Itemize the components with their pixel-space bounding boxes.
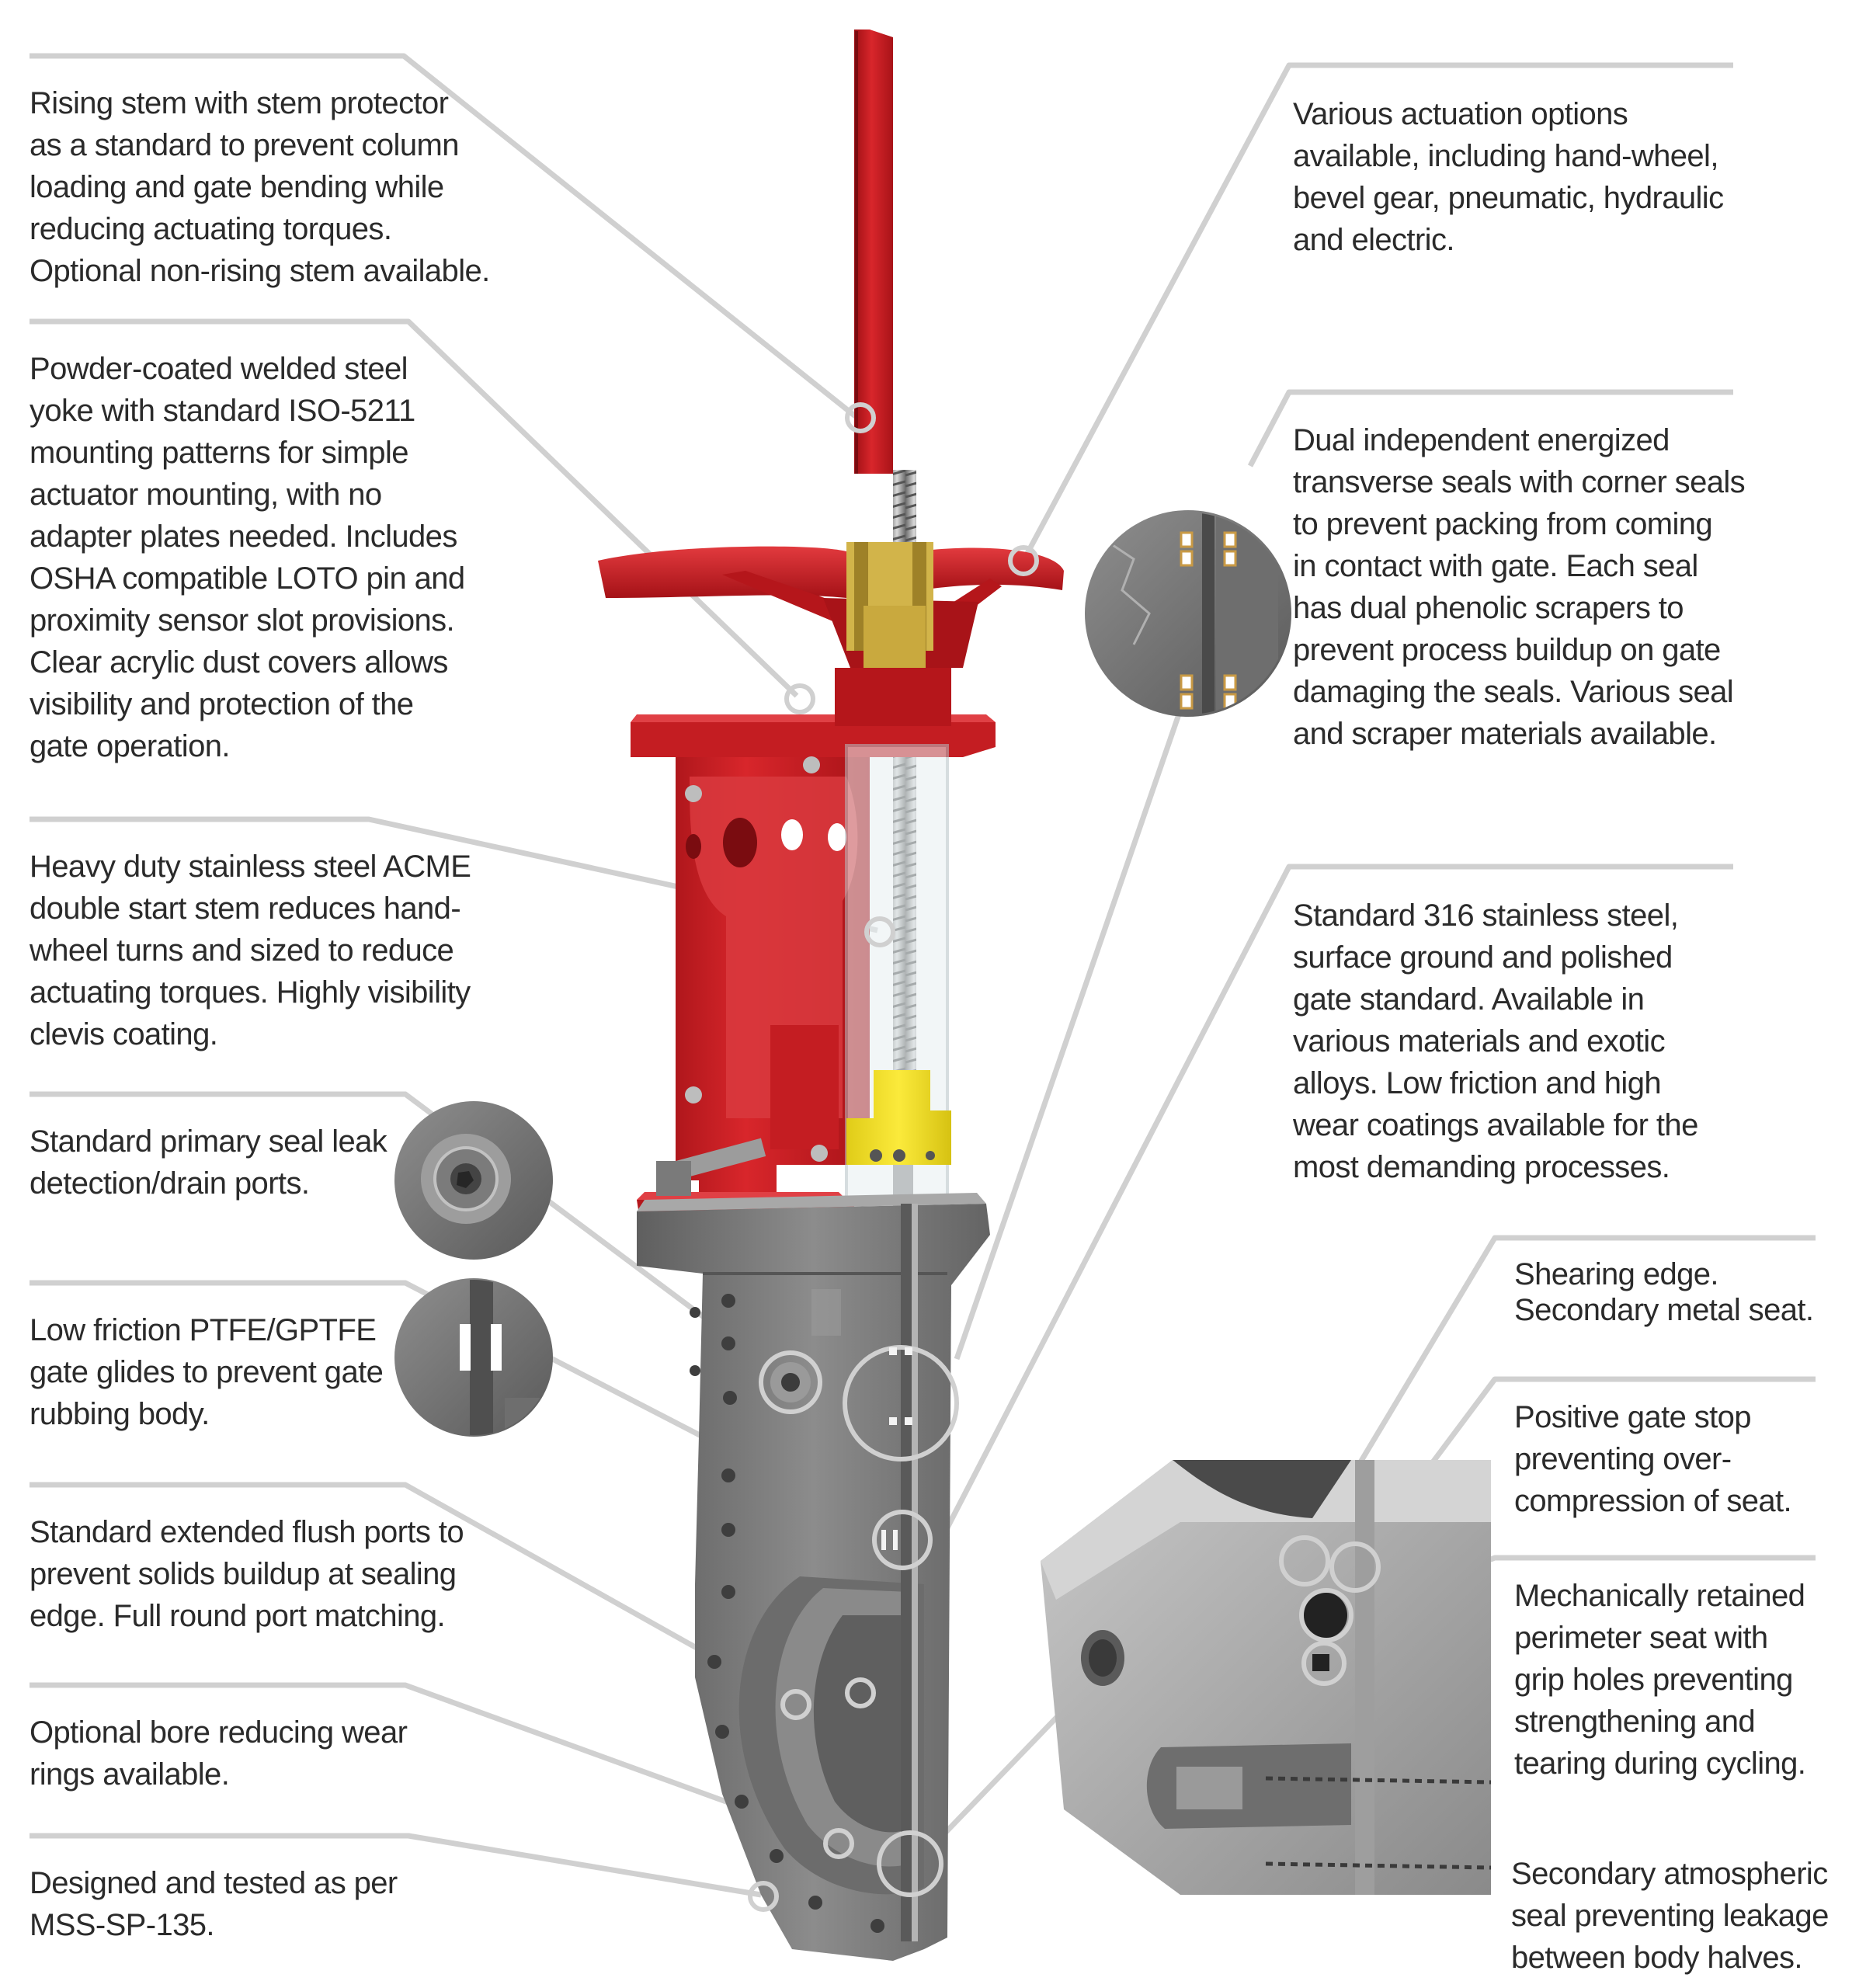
inset-body-section xyxy=(1041,1460,1492,1895)
callout-markers xyxy=(748,402,1039,1912)
callout-shearing-edge: Shearing edge. Secondary metal seat. xyxy=(1514,1257,1814,1327)
marker-gate-316 xyxy=(845,1677,876,1708)
callout-perimeter-seat: Mechanically retained perimeter seat wit… xyxy=(1514,1579,1806,1781)
marker-body-detail xyxy=(877,1830,943,1897)
marker-mss xyxy=(748,1881,779,1912)
valve-illustration xyxy=(598,30,1064,1961)
stem-protector xyxy=(854,30,893,474)
callout-leak-detection: Standard primary seal leak detection/dra… xyxy=(30,1124,387,1201)
callout-acme-stem: Heavy duty stainless steel ACME double s… xyxy=(30,850,471,1051)
leader-mss xyxy=(30,1833,762,1898)
callout-mss: Designed and tested as per MSS-SP-135. xyxy=(30,1866,398,1942)
clevis xyxy=(846,1070,951,1165)
callout-rising-stem: Rising stem with stem protector as a sta… xyxy=(30,86,490,288)
marker-transverse-seals xyxy=(843,1345,959,1461)
inset-leak-detection-port xyxy=(394,1101,553,1260)
handwheel xyxy=(598,546,846,598)
callout-gate-glides: Low friction PTFE/GPTFE gate glides to p… xyxy=(30,1313,384,1431)
leader-rising-stem xyxy=(30,53,860,420)
marker-actuation xyxy=(1008,545,1039,576)
marker-leak-detection xyxy=(759,1350,822,1414)
callout-gate-316: Standard 316 stainless steel, surface gr… xyxy=(1293,898,1698,1184)
leader-body-detail xyxy=(930,1712,1062,1849)
leader-shearing-edge xyxy=(1301,1235,1816,1557)
callout-transverse-seals: Dual independent energized transverse se… xyxy=(1293,423,1746,751)
callout-actuation: Various actuation options available, inc… xyxy=(1293,97,1724,257)
leader-transverse-seals xyxy=(1247,389,1733,467)
leader-flush-ports xyxy=(30,1482,795,1705)
leader-actuation xyxy=(1022,62,1733,559)
leader-gate-316 xyxy=(859,864,1733,1694)
marker-wear-rings xyxy=(823,1828,854,1859)
marker-gate-glides xyxy=(872,1510,933,1570)
leader-lines xyxy=(30,53,1816,1898)
callout-gate-stop: Positive gate stop preventing over- comp… xyxy=(1514,1400,1792,1518)
gate-blade xyxy=(901,1204,912,1941)
marker-yoke xyxy=(784,683,815,714)
leader-leak-detection xyxy=(30,1091,788,1381)
callout-yoke: Powder-coated welded steel yoke with sta… xyxy=(30,352,465,763)
marker-rising-stem xyxy=(845,402,876,433)
marker-acme-stem xyxy=(864,916,895,947)
inset-gate-glides xyxy=(394,1278,553,1437)
leader-wear-rings xyxy=(30,1682,839,1845)
callout-wear-rings: Optional bore reducing wear rings availa… xyxy=(30,1715,408,1792)
leader-seal-detail xyxy=(954,713,1182,1361)
marker-flush-ports xyxy=(780,1689,811,1720)
inset-transverse-seals xyxy=(1085,510,1291,717)
callout-flush-ports: Standard extended flush ports to prevent… xyxy=(30,1515,464,1633)
callout-atmospheric-seal: Secondary atmospheric seal preventing le… xyxy=(1511,1857,1829,1975)
